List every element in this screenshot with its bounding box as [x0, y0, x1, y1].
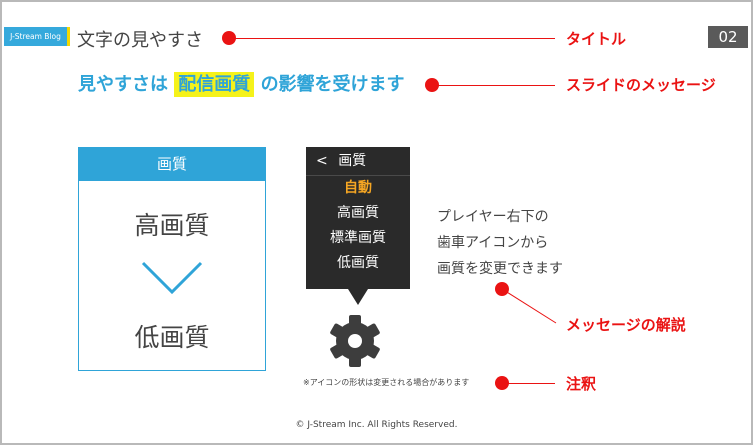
slide-title: 文字の見やすさ — [77, 30, 203, 51]
menu-pointer — [348, 289, 368, 305]
menu-item-low[interactable]: 低画質 — [337, 255, 379, 271]
footnote: ※アイコンの形状は変更される場合があります — [303, 378, 470, 387]
quality-box: 画質 高画質 低画質 — [78, 147, 266, 371]
explanation-line: 歯車アイコンから — [437, 235, 549, 251]
annotation-note: 注釈 — [566, 375, 597, 393]
menu-item-high[interactable]: 高画質 — [337, 205, 379, 221]
brand-tag: J-Stream Blog — [4, 27, 70, 46]
copyright-footer: © J-Stream Inc. All Rights Reserved. — [295, 420, 458, 430]
title-leader-line — [229, 38, 555, 39]
message-highlight: 配信画質 — [174, 72, 255, 97]
menu-item-auto[interactable]: 自動 — [344, 180, 372, 196]
note-leader-line — [502, 383, 555, 384]
annotation-message: スライドのメッセージ — [566, 76, 716, 94]
message-explanation: プレイヤー右下の 歯車アイコンから 画質を変更できます — [437, 204, 563, 282]
explanation-line: 画質を変更できます — [437, 261, 563, 277]
player-quality-menu: < 画質 自動 高画質 標準画質 低画質 — [306, 147, 410, 289]
annotation-title: タイトル — [566, 30, 627, 48]
annotation-explanation: メッセージの解説 — [566, 316, 686, 334]
chevron-down-icon — [141, 261, 203, 295]
menu-header-label: 画質 — [338, 153, 367, 169]
quality-box-header: 画質 — [79, 148, 265, 181]
message-leader-line — [432, 85, 555, 86]
gear-icon[interactable] — [327, 313, 383, 369]
explanation-line: プレイヤー右下の — [437, 209, 549, 225]
menu-header[interactable]: < 画質 — [306, 147, 410, 176]
message-prefix: 見やすさは — [78, 74, 168, 95]
slide-message: 見やすさは 配信画質 の影響を受けます — [78, 70, 405, 97]
chevron-left-icon[interactable]: < — [316, 153, 328, 169]
message-suffix: の影響を受けます — [260, 74, 405, 95]
menu-item-standard[interactable]: 標準画質 — [330, 230, 386, 246]
quality-high-label: 高画質 — [134, 211, 210, 240]
explanation-leader-line — [501, 288, 557, 324]
page-number: 02 — [708, 26, 748, 48]
quality-low-label: 低画質 — [134, 323, 210, 352]
